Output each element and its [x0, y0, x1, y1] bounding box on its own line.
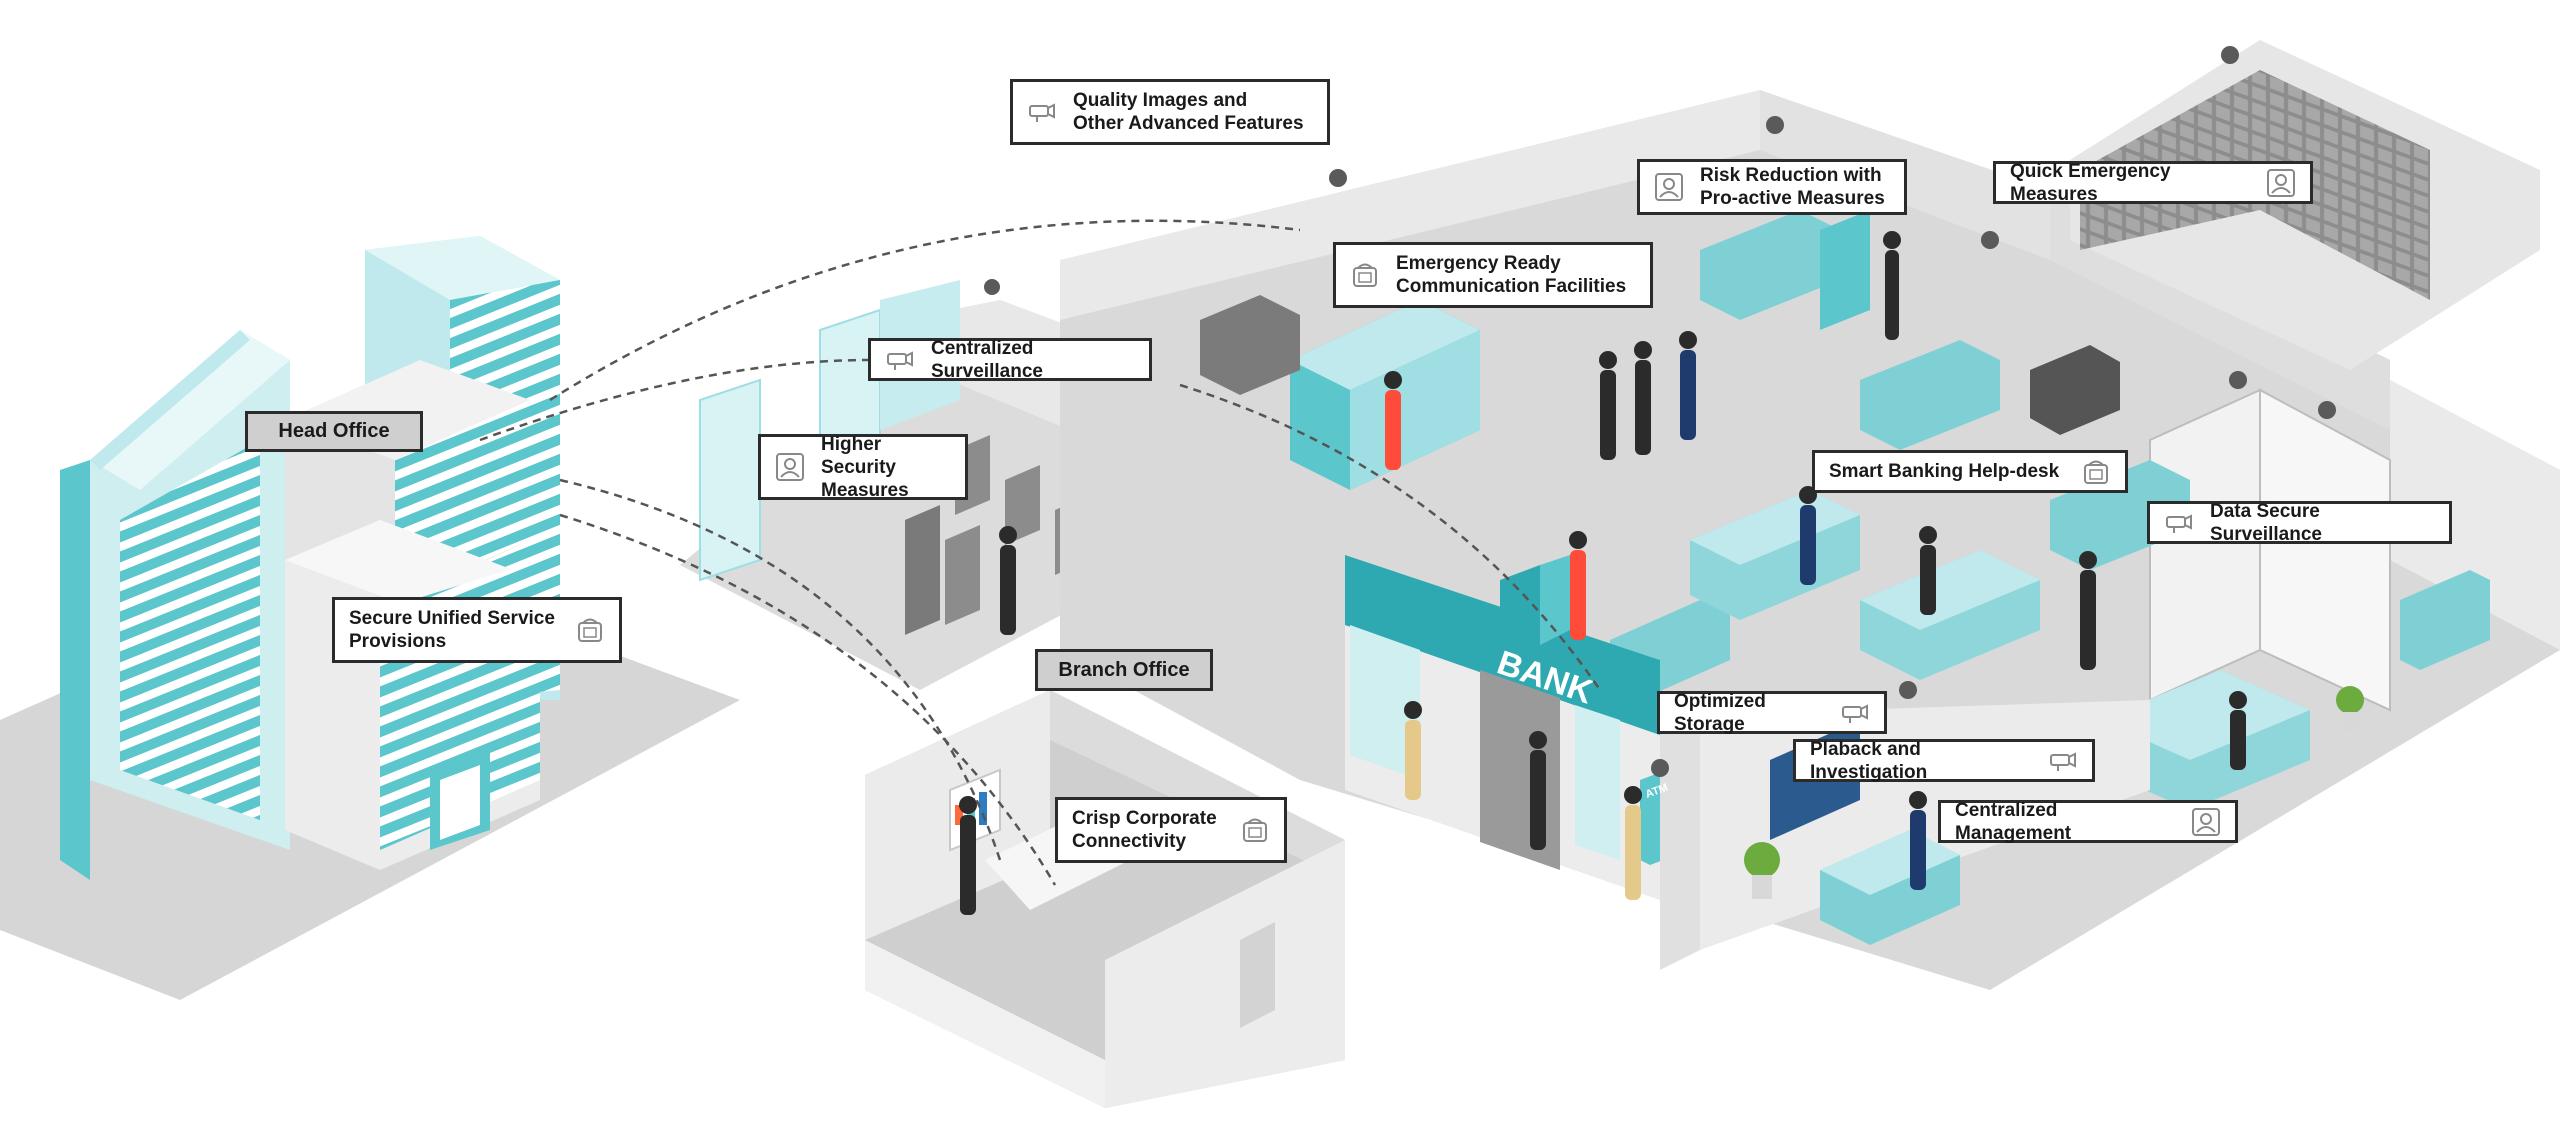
callout-head-office: Head Office [245, 411, 423, 452]
callout-optimized-storage: Optimized Storage [1657, 690, 1887, 735]
callout-quality-images: Quality Images and Other Advanced Featur… [1010, 79, 1330, 145]
security-user-icon [1654, 172, 1684, 202]
phone-icon [2081, 457, 2111, 487]
security-user-icon [2266, 168, 2296, 198]
callout-label: Emergency Ready Communication Facilities [1396, 253, 1627, 297]
branch-office-room [865, 690, 1345, 1108]
callout-data-secure: Data Secure Surveillance [2147, 500, 2452, 545]
phone-icon [1350, 260, 1380, 290]
people [959, 231, 2247, 915]
callout-quick-emergency: Quick Emergency Measures [1993, 160, 2313, 205]
security-user-icon [775, 452, 805, 482]
callout-label: Head Office [278, 420, 390, 442]
callout-label: Quick Emergency Measures [2010, 160, 2171, 205]
callout-emergency-ready: Emergency Ready Communication Facilities [1333, 242, 1653, 308]
callout-risk-reduction: Risk Reduction with Pro-active Measures [1637, 159, 1907, 215]
callout-label: Secure Unified Service Provisions [349, 608, 555, 652]
callout-playback: Plaback and Investigation [1793, 738, 2095, 783]
callout-label: Crisp Corporate Connectivity [1072, 808, 1217, 852]
callout-label: Higher Security Measures [821, 433, 909, 501]
callout-label: Risk Reduction with Pro-active Measures [1700, 165, 1885, 209]
callout-higher-security: Higher Security Measures [758, 433, 968, 501]
callout-crisp-corporate: Crisp Corporate Connectivity [1055, 797, 1287, 863]
camera-icon [885, 345, 915, 375]
callout-secure-unified-service: Secure Unified Service Provisions [332, 597, 622, 663]
callout-centralized-surveillance: Centralized Surveillance [868, 337, 1152, 382]
phone-icon [575, 615, 605, 645]
callout-label: Branch Office [1058, 658, 1190, 681]
callout-label: Quality Images and Other Advanced Featur… [1073, 90, 1304, 134]
callout-label: Plaback and Investigation [1810, 738, 1928, 783]
camera-icon [1027, 97, 1057, 127]
camera-icon [2164, 508, 2194, 538]
network-connection-lines [479, 219, 1602, 886]
callout-smart-banking: Smart Banking Help-desk [1812, 450, 2128, 493]
phone-icon [1240, 815, 1270, 845]
callout-branch-office: Branch Office [1035, 649, 1213, 691]
security-user-icon [2191, 807, 2221, 837]
callout-label: Centralized Management [1955, 799, 2072, 844]
camera-icon [2048, 746, 2078, 776]
callout-centralized-management: Centralized Management [1938, 799, 2238, 844]
callout-label: Centralized Surveillance [931, 337, 1043, 382]
callout-label: Data Secure Surveillance [2210, 500, 2322, 545]
callout-label: Smart Banking Help-desk [1829, 461, 2060, 482]
callout-label: Optimized Storage [1674, 690, 1766, 735]
camera-icon [1840, 698, 1870, 728]
